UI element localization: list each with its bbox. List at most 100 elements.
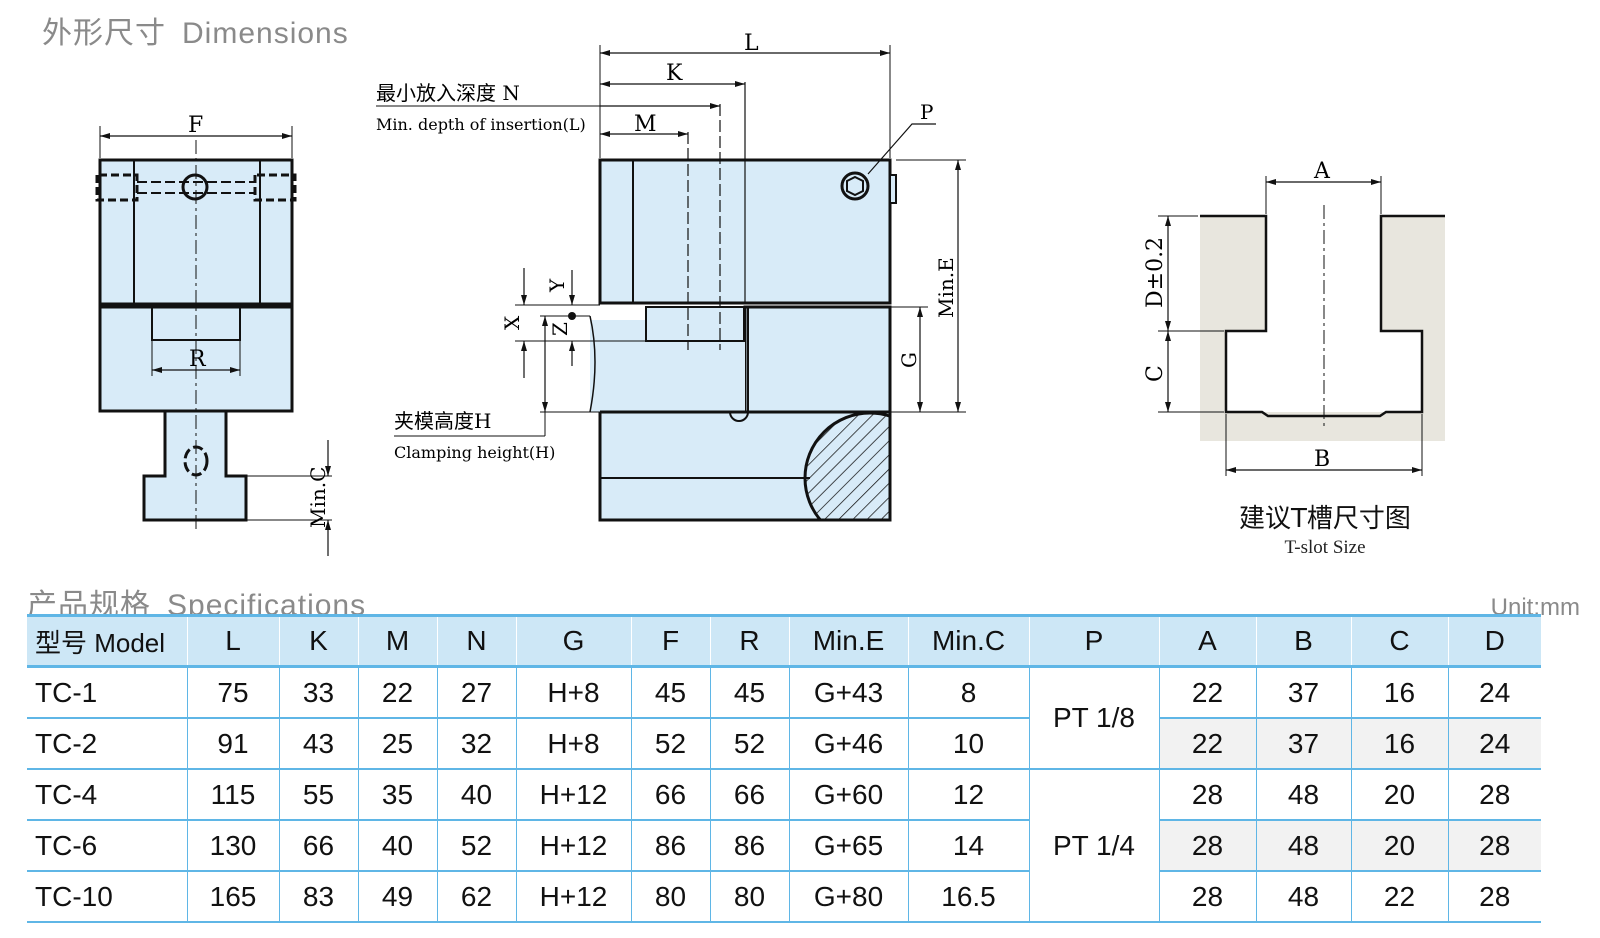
label-x: X [500,315,524,330]
cell: H+8 [516,666,632,719]
cell: G+60 [789,769,909,821]
cell: 35 [358,769,438,821]
dimensions-title: 外形尺寸 Dimensions [42,8,349,52]
tslot-caption: 建议T槽尺寸图 T-slot Size [1210,498,1440,559]
label-c: C [1143,365,1168,382]
cell: 40 [358,820,438,872]
front-view [95,126,332,556]
cell: 28 [1159,871,1257,923]
cell: 22 [358,666,438,719]
cell: 86 [631,820,711,872]
cell: 66 [279,820,359,872]
cell: 37 [1256,666,1352,719]
table-row: TC-2 91 43 25 32 H+8 52 52 G+46 10 22 37… [27,718,1541,770]
cell-model: TC-10 [27,871,188,923]
label-m: M [634,112,657,137]
cell: 86 [710,820,790,872]
table-row: TC-4 115 55 35 40 H+12 66 66 G+60 12 PT … [27,769,1541,923]
cell: 37 [1256,718,1352,770]
cell: 28 [1448,769,1541,821]
header-min-e: Min.E [789,614,909,668]
cell: G+65 [789,820,909,872]
label-clamp-zh: 夹模高度H [394,409,491,433]
header-min-c: Min.C [908,614,1030,668]
cell: 91 [187,718,280,770]
cell-model: TC-2 [27,718,188,770]
cell: 55 [279,769,359,821]
dimensions-title-zh: 外形尺寸 [42,16,166,51]
cell: 62 [437,871,517,923]
cell: 165 [187,871,280,923]
cell: G+80 [789,871,909,923]
header-d: D [1448,614,1541,668]
cell: 80 [631,871,711,923]
cell: 52 [631,718,711,770]
cell: 130 [187,820,280,872]
cell: 75 [187,666,280,719]
cell: 40 [437,769,517,821]
cell: 45 [710,666,790,719]
cell: G+46 [789,718,909,770]
cell: H+12 [516,769,632,821]
cell-p: PT 1/8 [1029,666,1160,770]
header-l: L [187,614,280,668]
header-n: N [437,614,517,668]
cell: 28 [1159,769,1257,821]
label-g: G [897,352,921,368]
cell-model: TC-4 [27,769,188,821]
header-b: B [1256,614,1352,668]
cell: 10 [908,718,1030,770]
cell: H+12 [516,820,632,872]
cell: 20 [1351,769,1449,821]
cell: 16 [1351,666,1449,719]
cell: 16 [1351,718,1449,770]
cell: 48 [1256,820,1352,872]
label-z: Z [548,322,572,336]
cell: 22 [1351,871,1449,923]
cell: 52 [437,820,517,872]
cell: 49 [358,871,438,923]
header-f: F [631,614,711,668]
label-clamp-en: Clamping height(H) [394,443,555,462]
header-c: C [1351,614,1449,668]
cell: 12 [908,769,1030,821]
cell: 48 [1256,871,1352,923]
label-l: L [744,31,759,56]
cell: 28 [1159,820,1257,872]
cell: 28 [1448,871,1541,923]
label-min-depth-zh: 最小放入深度 N [376,81,520,105]
table-row: TC-6 130 66 40 52 H+12 86 86 G+65 14 28 … [27,820,1541,872]
cell: 28 [1448,820,1541,872]
cell: 45 [631,666,711,719]
cell: 66 [631,769,711,821]
cell: 24 [1448,718,1541,770]
cell: 115 [187,769,280,821]
cell: H+12 [516,871,632,923]
dimensions-title-en: Dimensions [182,17,349,50]
cell: 14 [908,820,1030,872]
header-g: G [516,614,632,668]
cell: 83 [279,871,359,923]
label-b: B [1314,447,1330,472]
header-a: A [1159,614,1257,668]
label-y: Y [545,278,569,293]
cell: 16.5 [908,871,1030,923]
side-view [376,45,966,522]
label-min-c: Min.C [306,467,330,528]
label-k: K [666,61,683,86]
label-f: F [188,113,203,138]
cell: G+43 [789,666,909,719]
cell: 25 [358,718,438,770]
cell: 48 [1256,769,1352,821]
label-d: D±0.2 [1143,237,1168,308]
cell: 52 [710,718,790,770]
header-model: 型号 Model [27,614,188,668]
cell: H+8 [516,718,632,770]
label-min-depth-en: Min. depth of insertion(L) [376,115,586,134]
cell: 24 [1448,666,1541,719]
cell: 66 [710,769,790,821]
header-r: R [710,614,790,668]
cell: 32 [437,718,517,770]
table-row: TC-10 165 83 49 62 H+12 80 80 G+80 16.5 … [27,871,1541,923]
label-a: A [1313,159,1331,184]
